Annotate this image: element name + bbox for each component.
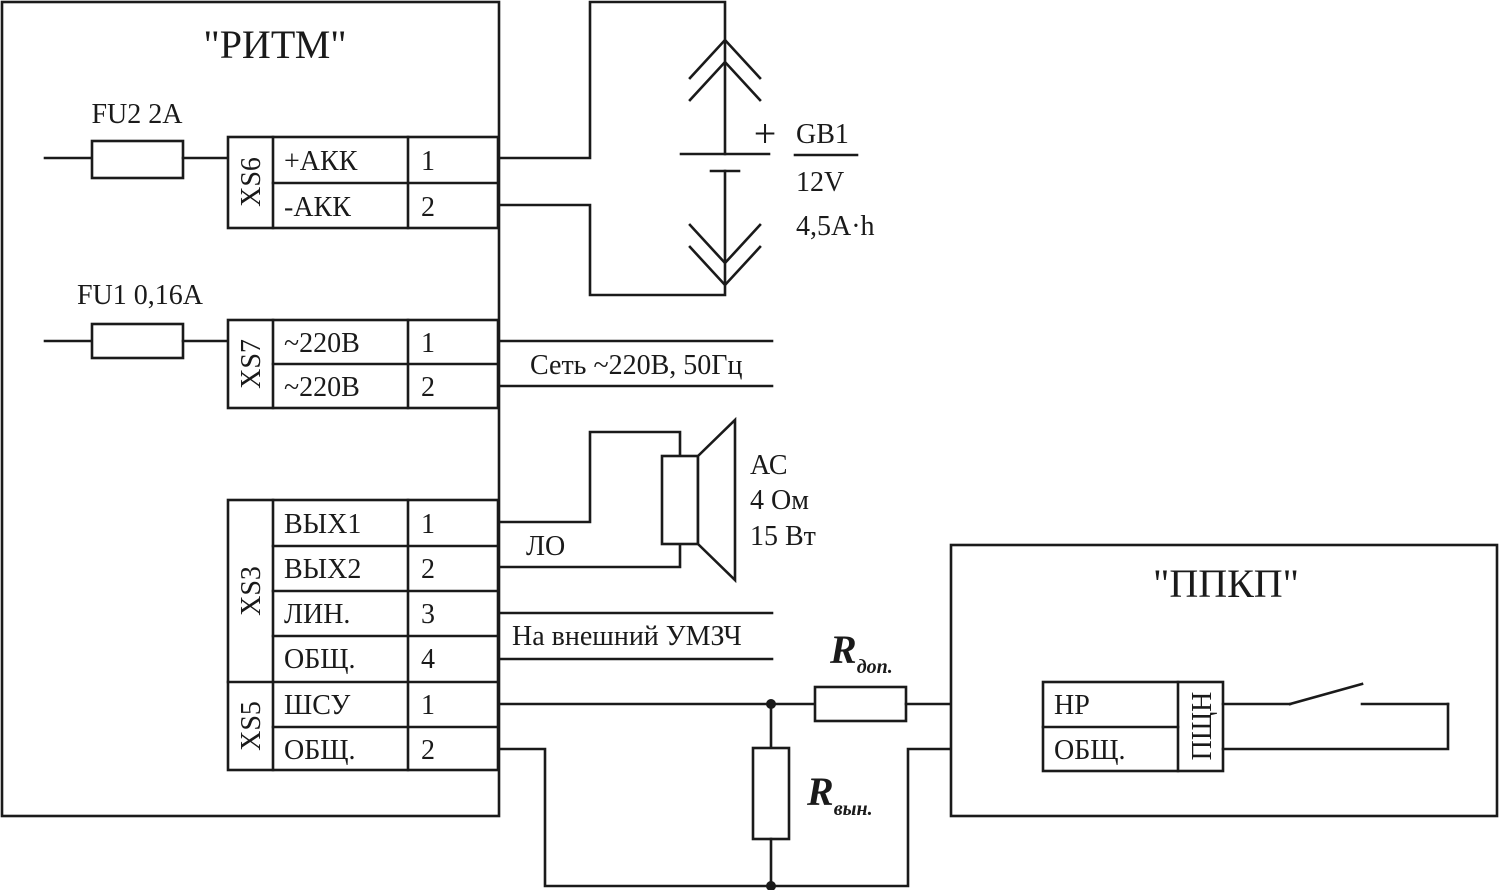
resistor-r-ext xyxy=(751,746,791,841)
xs7-pin2-num: 2 xyxy=(421,372,435,403)
battery-gb1 xyxy=(497,0,771,297)
resistor-r-add xyxy=(813,685,908,723)
xs5-pin2-num: 2 xyxy=(421,735,435,766)
junction-dot-bottom xyxy=(766,881,776,890)
xs5-connector: XS5 ШСУ ОБЩ. 1 2 xyxy=(236,690,435,766)
battery-plus-sign: + xyxy=(754,111,777,156)
r-add-main: R xyxy=(829,627,857,672)
r-ext-sub: вын. xyxy=(834,798,873,820)
xs5-pin1-num: 1 xyxy=(421,690,435,721)
battery-capacity: 4,5A·h xyxy=(796,211,875,242)
ppkp-pin1-label: НР xyxy=(1054,690,1090,721)
fu2-fuse xyxy=(90,139,185,180)
loudspeaker xyxy=(497,416,737,584)
fu2-label: FU2 2A xyxy=(91,99,183,130)
xs7-pin1-num: 1 xyxy=(421,328,435,359)
mains-label: Сеть ~220В, 50Гц xyxy=(530,350,742,381)
r-add-sub: доп. xyxy=(857,656,893,678)
xs3-pin1-num: 1 xyxy=(421,509,435,540)
ppkp-pin2-label: ОБЩ. xyxy=(1054,735,1126,766)
xs3-pin4-label: ОБЩ. xyxy=(284,644,356,675)
xs7-pin2-label: ~220В xyxy=(284,372,360,403)
contact-switch xyxy=(1221,682,1450,751)
speaker-impedance: 4 Ом xyxy=(750,485,809,516)
xs6-connector: XS6 +АКК -АКК 1 2 xyxy=(226,135,500,230)
ppkp-connector-name: ПЩН xyxy=(1187,692,1218,761)
xs3-pin3-num: 3 xyxy=(421,599,435,630)
xs6-pin1-num: 1 xyxy=(421,146,435,177)
loop-wire-bottom xyxy=(497,747,1047,888)
xs6-pin1-label: +АКК xyxy=(284,146,358,177)
battery-name: GB1 xyxy=(796,119,849,150)
xs5-pin1-label: ШСУ xyxy=(284,690,351,721)
xs6-pin2-label: -АКК xyxy=(284,192,351,223)
speaker-magnet xyxy=(660,454,700,546)
xs3-pin2-num: 2 xyxy=(421,554,435,585)
xs7-connector: XS7 ~220В ~220В 1 2 xyxy=(226,318,500,410)
xs3-pin2-label: ВЫХ2 xyxy=(284,554,361,585)
junction-dot-top xyxy=(766,699,776,709)
fu1-label: FU1 0,16A xyxy=(77,280,204,311)
r-ext-main: R xyxy=(806,769,834,814)
xs3-pin1-label: ВЫХ1 xyxy=(284,509,361,540)
xs3-name: XS3 xyxy=(236,566,267,616)
speaker-line-label: ЛО xyxy=(526,531,565,562)
r-add-label: Rдоп. xyxy=(829,627,893,678)
fu1-fuse xyxy=(90,322,185,360)
speaker-name: АС xyxy=(750,450,788,481)
xs3-pin4-num: 4 xyxy=(421,644,435,675)
xs6-pin2-num: 2 xyxy=(421,192,435,223)
xs6-name: XS6 xyxy=(236,157,267,207)
xs3-connector: XS3 ВЫХ1 ВЫХ2 ЛИН. ОБЩ. 1 2 3 4 xyxy=(226,498,500,772)
xs7-name: XS7 xyxy=(236,339,267,389)
xs5-pin2-label: ОБЩ. xyxy=(284,735,356,766)
r-ext-label: Rвын. xyxy=(806,769,873,820)
xs3-pin3-label: ЛИН. xyxy=(284,599,350,630)
ppkp-connector: НР ОБЩ. ПЩН xyxy=(1041,680,1225,773)
battery-voltage: 12V xyxy=(796,167,844,198)
xs5-name: XS5 xyxy=(236,701,267,751)
speaker-cone xyxy=(696,416,737,584)
xs7-pin1-label: ~220В xyxy=(284,328,360,359)
ritm-title: "РИТМ" xyxy=(203,22,346,67)
speaker-power: 15 Вт xyxy=(750,521,816,552)
ext-amp-label: На внешний УМЗЧ xyxy=(512,621,742,652)
ppkp-title: "ППКП" xyxy=(1153,561,1299,606)
